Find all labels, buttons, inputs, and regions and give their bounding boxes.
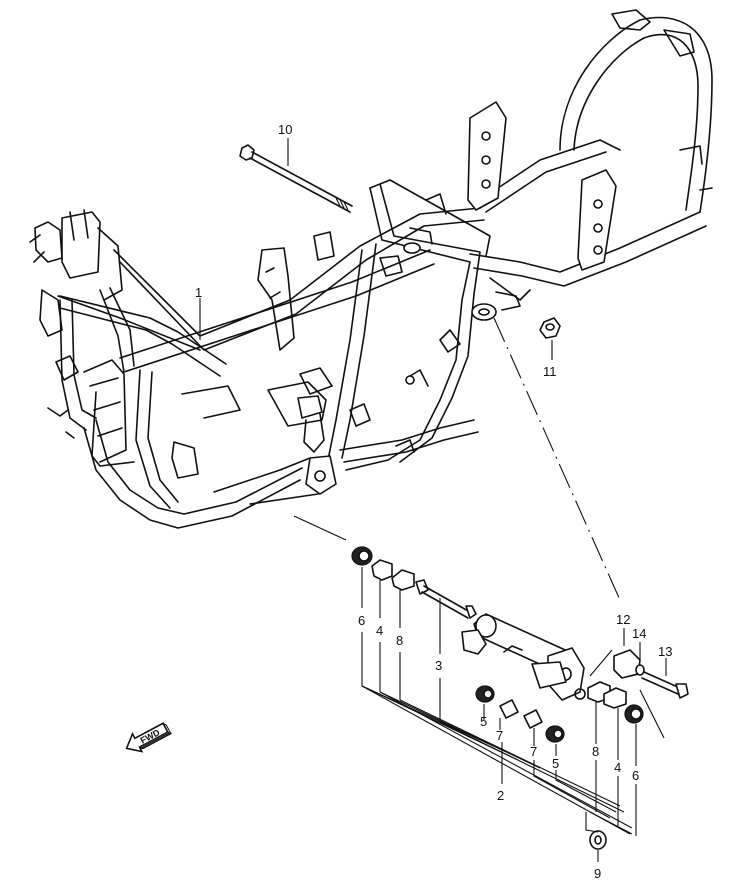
callout-4-left: 4 bbox=[376, 623, 383, 638]
callout-12: 12 bbox=[616, 612, 630, 627]
callout-3: 3 bbox=[435, 658, 442, 673]
nut bbox=[539, 317, 561, 339]
callout-numbers: 10 1 11 6 4 8 3 5 7 7 5 2 12 14 13 8 4 6… bbox=[195, 122, 672, 881]
callout-8-right: 8 bbox=[592, 744, 599, 759]
callout-9: 9 bbox=[594, 866, 601, 881]
main-frame bbox=[29, 9, 713, 529]
callout-6-left: 6 bbox=[358, 613, 365, 628]
callout-1: 1 bbox=[195, 285, 202, 300]
callout-11: 11 bbox=[543, 364, 557, 379]
callout-6-right: 6 bbox=[632, 768, 639, 783]
callout-10: 10 bbox=[278, 122, 292, 137]
callout-7-left: 7 bbox=[496, 728, 503, 743]
long-bolt bbox=[239, 144, 353, 213]
callout-4-right: 4 bbox=[614, 760, 621, 775]
callout-13: 13 bbox=[658, 644, 672, 659]
callout-5-left: 5 bbox=[480, 714, 487, 729]
callout-7-right: 7 bbox=[530, 744, 537, 759]
callout-2: 2 bbox=[497, 788, 504, 803]
callout-14: 14 bbox=[632, 626, 646, 641]
callout-8-left: 8 bbox=[396, 633, 403, 648]
fwd-arrow: FWD bbox=[125, 722, 173, 753]
leader-lines bbox=[199, 138, 667, 862]
callout-5-right: 5 bbox=[552, 756, 559, 771]
engine-mount-assembly bbox=[351, 546, 689, 850]
